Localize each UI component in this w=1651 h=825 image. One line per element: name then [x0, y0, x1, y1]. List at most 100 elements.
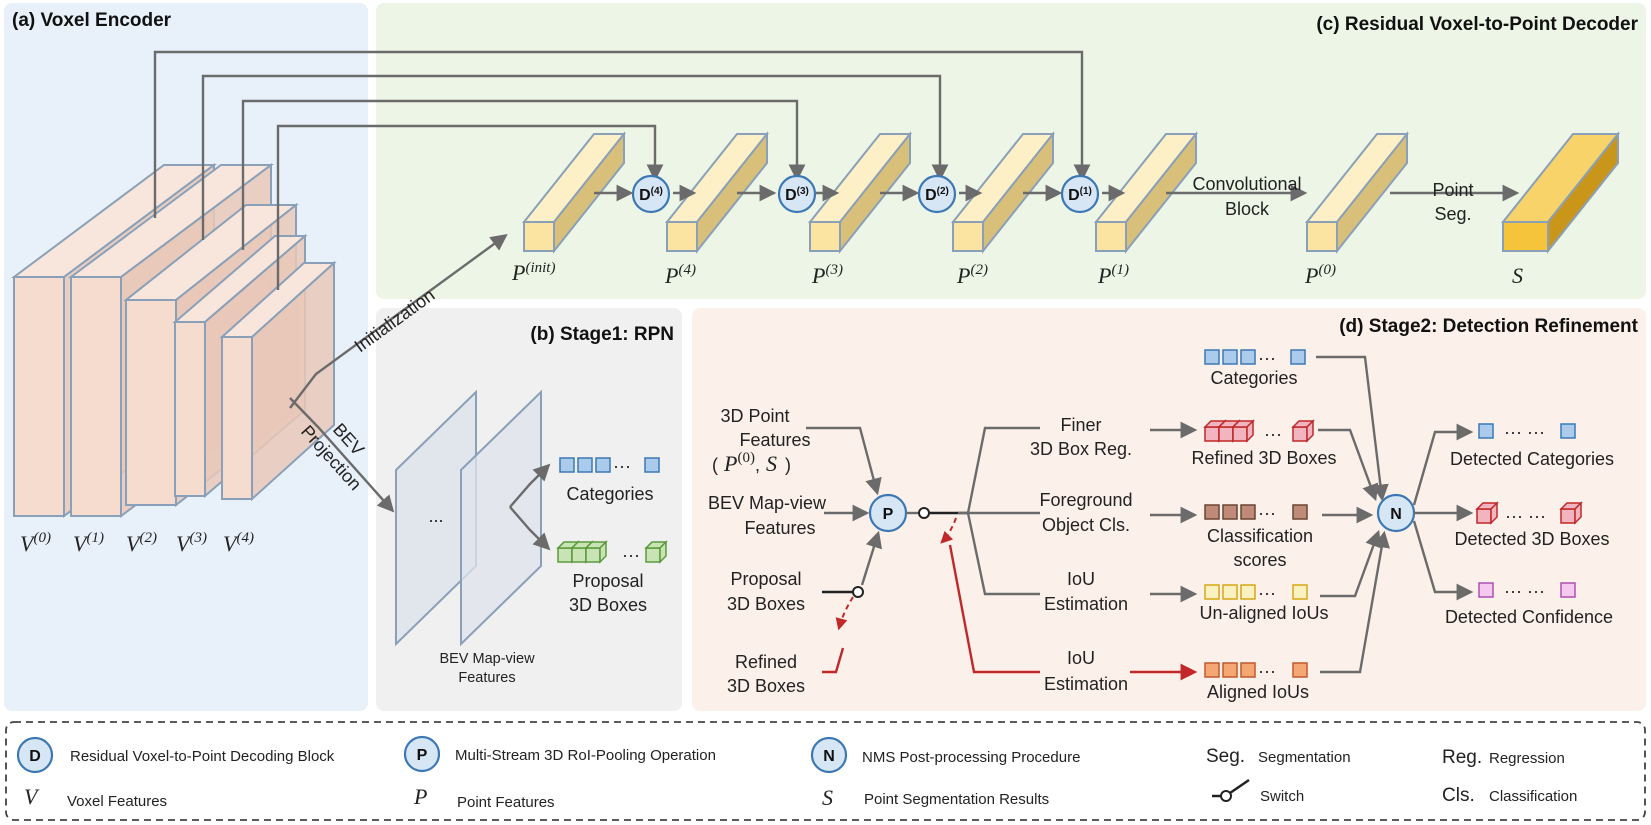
svg-text:Detected Categories: Detected Categories	[1450, 449, 1614, 469]
legend-reg: Reg. Regression	[1442, 747, 1565, 768]
svg-text:Estimation: Estimation	[1044, 594, 1128, 614]
svg-text:Object Cls.: Object Cls.	[1042, 515, 1130, 535]
rpn-proposal-label-1: Proposal	[572, 571, 643, 591]
svg-text:··· ···: ··· ···	[1504, 581, 1545, 601]
rpn-proposal-label-2: 3D Boxes	[569, 595, 647, 615]
svg-text:Refined 3D Boxes: Refined 3D Boxes	[1191, 448, 1336, 468]
d-block-1: D(1)	[1060, 174, 1100, 214]
svg-text:Proposal: Proposal	[730, 569, 801, 589]
output-confidence: ··· ··· Detected Confidence	[1445, 581, 1613, 627]
point-label-1: P(1)	[1097, 262, 1129, 288]
voxel-labels: V(0) V(1) V(2) V(3) V(4)	[20, 530, 254, 556]
d-block-2: D(2)	[917, 174, 957, 214]
decoding-blocks: D(4) D(3) D(2) D(1)	[631, 174, 1100, 214]
point-seg-label-2: Seg.	[1434, 204, 1471, 224]
svg-text:D(3): D(3)	[785, 186, 809, 204]
svg-text:···: ···	[613, 456, 631, 476]
panel-title-voxel: (a) Voxel Encoder	[12, 10, 172, 31]
legend-switch: Switch	[1212, 778, 1304, 805]
rpn-bev-features-1: BEV Map-view	[439, 651, 535, 667]
svg-text:···: ···	[1258, 503, 1276, 523]
legend: D Residual Voxel-to-Point Decoding Block…	[5, 721, 1646, 821]
legend-n: N NMS Post-processing Procedure	[810, 736, 1080, 774]
svg-text:D: D	[29, 748, 41, 765]
svg-text:Point Segmentation Results: Point Segmentation Results	[864, 791, 1049, 808]
panel-title-rpn: (b) Stage1: RPN	[530, 324, 674, 345]
rpn-bev-features-2: Features	[458, 670, 515, 686]
legend-v: V Voxel Features	[24, 784, 167, 810]
svg-text:Detected 3D Boxes: Detected 3D Boxes	[1454, 529, 1609, 549]
svg-text:···: ···	[622, 545, 640, 565]
refine-results: ··· Categories ··· Refined 3D Boxes ··· …	[1191, 348, 1336, 702]
voxel-label-0: V(0)	[20, 530, 51, 556]
svg-text:Refined: Refined	[735, 652, 797, 672]
from-n-arrows	[1412, 423, 1474, 601]
d-block-3: D(3)	[777, 174, 817, 214]
segmentation-block	[1500, 131, 1621, 254]
svg-text:P: P	[883, 506, 894, 523]
rpn-proposal-boxes: ··· Proposal 3D Boxes	[556, 540, 668, 615]
svg-text:Point Features: Point Features	[457, 794, 555, 811]
panel-title-refinement: (d) Stage2: Detection Refinement	[1339, 316, 1638, 337]
svg-text:BEV Map-view: BEV Map-view	[708, 493, 827, 513]
svg-text:Un-aligned IoUs: Un-aligned IoUs	[1199, 603, 1328, 623]
svg-text:···: ···	[1258, 661, 1276, 681]
refine-outputs: ··· ··· Detected Categories ··· ··· Dete…	[1445, 422, 1614, 627]
voxel-label-2: V(2)	[126, 530, 157, 556]
seg-label: S	[1512, 263, 1523, 288]
svg-text:3D Boxes: 3D Boxes	[727, 676, 805, 696]
svg-text:Finer: Finer	[1060, 415, 1101, 435]
decoder-blocks	[521, 131, 1621, 254]
svg-text:IoU: IoU	[1067, 569, 1095, 589]
result-refined-boxes: ··· Refined 3D Boxes	[1191, 419, 1337, 468]
result-unaligned-ious: ··· Un-aligned IoUs	[1199, 583, 1328, 623]
output-categories: ··· ··· Detected Categories	[1450, 422, 1614, 469]
point-block-init	[521, 131, 627, 254]
voxel-label-1: V(1)	[73, 530, 104, 556]
svg-text:N: N	[1390, 506, 1402, 523]
point-label-3: P(3)	[811, 262, 843, 288]
panel-title-decoder: (c) Residual Voxel-to-Point Decoder	[1316, 14, 1638, 35]
svg-text:S: S	[822, 785, 833, 810]
refine-heads: Finer 3D Box Reg. Foreground Object Cls.…	[1030, 415, 1133, 694]
svg-text:D(4): D(4)	[639, 186, 663, 204]
svg-text:(P(0),S): (P(0),S)	[712, 450, 791, 476]
svg-text:scores: scores	[1233, 550, 1286, 570]
svg-text:Switch: Switch	[1260, 788, 1304, 805]
svg-text:NMS Post-processing Procedure: NMS Post-processing Procedure	[862, 749, 1080, 766]
panel-refinement	[692, 308, 1646, 711]
p-node: P	[868, 493, 908, 533]
n-node: N	[1376, 493, 1416, 533]
svg-text:N: N	[823, 748, 835, 765]
voxel-blocks	[10, 163, 337, 518]
svg-text:3D Point: 3D Point	[720, 406, 789, 426]
svg-text:Detected Confidence: Detected Confidence	[1445, 607, 1613, 627]
to-n-arrows	[1316, 355, 1390, 674]
rpn-categories: ··· Categories	[559, 456, 660, 504]
svg-text:Classification: Classification	[1207, 526, 1313, 546]
svg-text:···: ···	[1264, 424, 1282, 444]
skip-connections	[153, 50, 1091, 290]
decoder-labels: P(init) P(4) P(3) P(2) P(1) P(0) S Convo…	[511, 174, 1523, 288]
legend-s: S Point Segmentation Results	[822, 785, 1049, 810]
conv-block-label-1: Convolutional	[1192, 174, 1301, 194]
svg-text:Cls.: Cls.	[1442, 785, 1475, 806]
svg-text:Aligned IoUs: Aligned IoUs	[1207, 682, 1309, 702]
conv-block-label-2: Block	[1225, 199, 1270, 219]
p-switch	[906, 507, 958, 544]
svg-text:Features: Features	[739, 430, 810, 450]
svg-text:Foreground: Foreground	[1039, 490, 1132, 510]
result-aligned-ious: ··· Aligned IoUs	[1204, 661, 1309, 702]
svg-text:Seg.: Seg.	[1206, 746, 1245, 767]
rpn-bev-planes: ... BEV Map-view Features	[395, 389, 542, 686]
svg-text:Segmentation: Segmentation	[1258, 749, 1351, 766]
svg-text:3D Boxes: 3D Boxes	[727, 594, 805, 614]
svg-text:Regression: Regression	[1489, 750, 1565, 767]
svg-text:Categories: Categories	[1210, 368, 1297, 388]
svg-text:Multi-Stream 3D RoI-Pooling Op: Multi-Stream 3D RoI-Pooling Operation	[455, 747, 716, 764]
voxel-block-4	[219, 260, 337, 502]
refine-input-arrows	[806, 426, 882, 674]
voxel-label-3: V(3)	[176, 530, 207, 556]
legend-d: D Residual Voxel-to-Point Decoding Block	[16, 736, 335, 774]
